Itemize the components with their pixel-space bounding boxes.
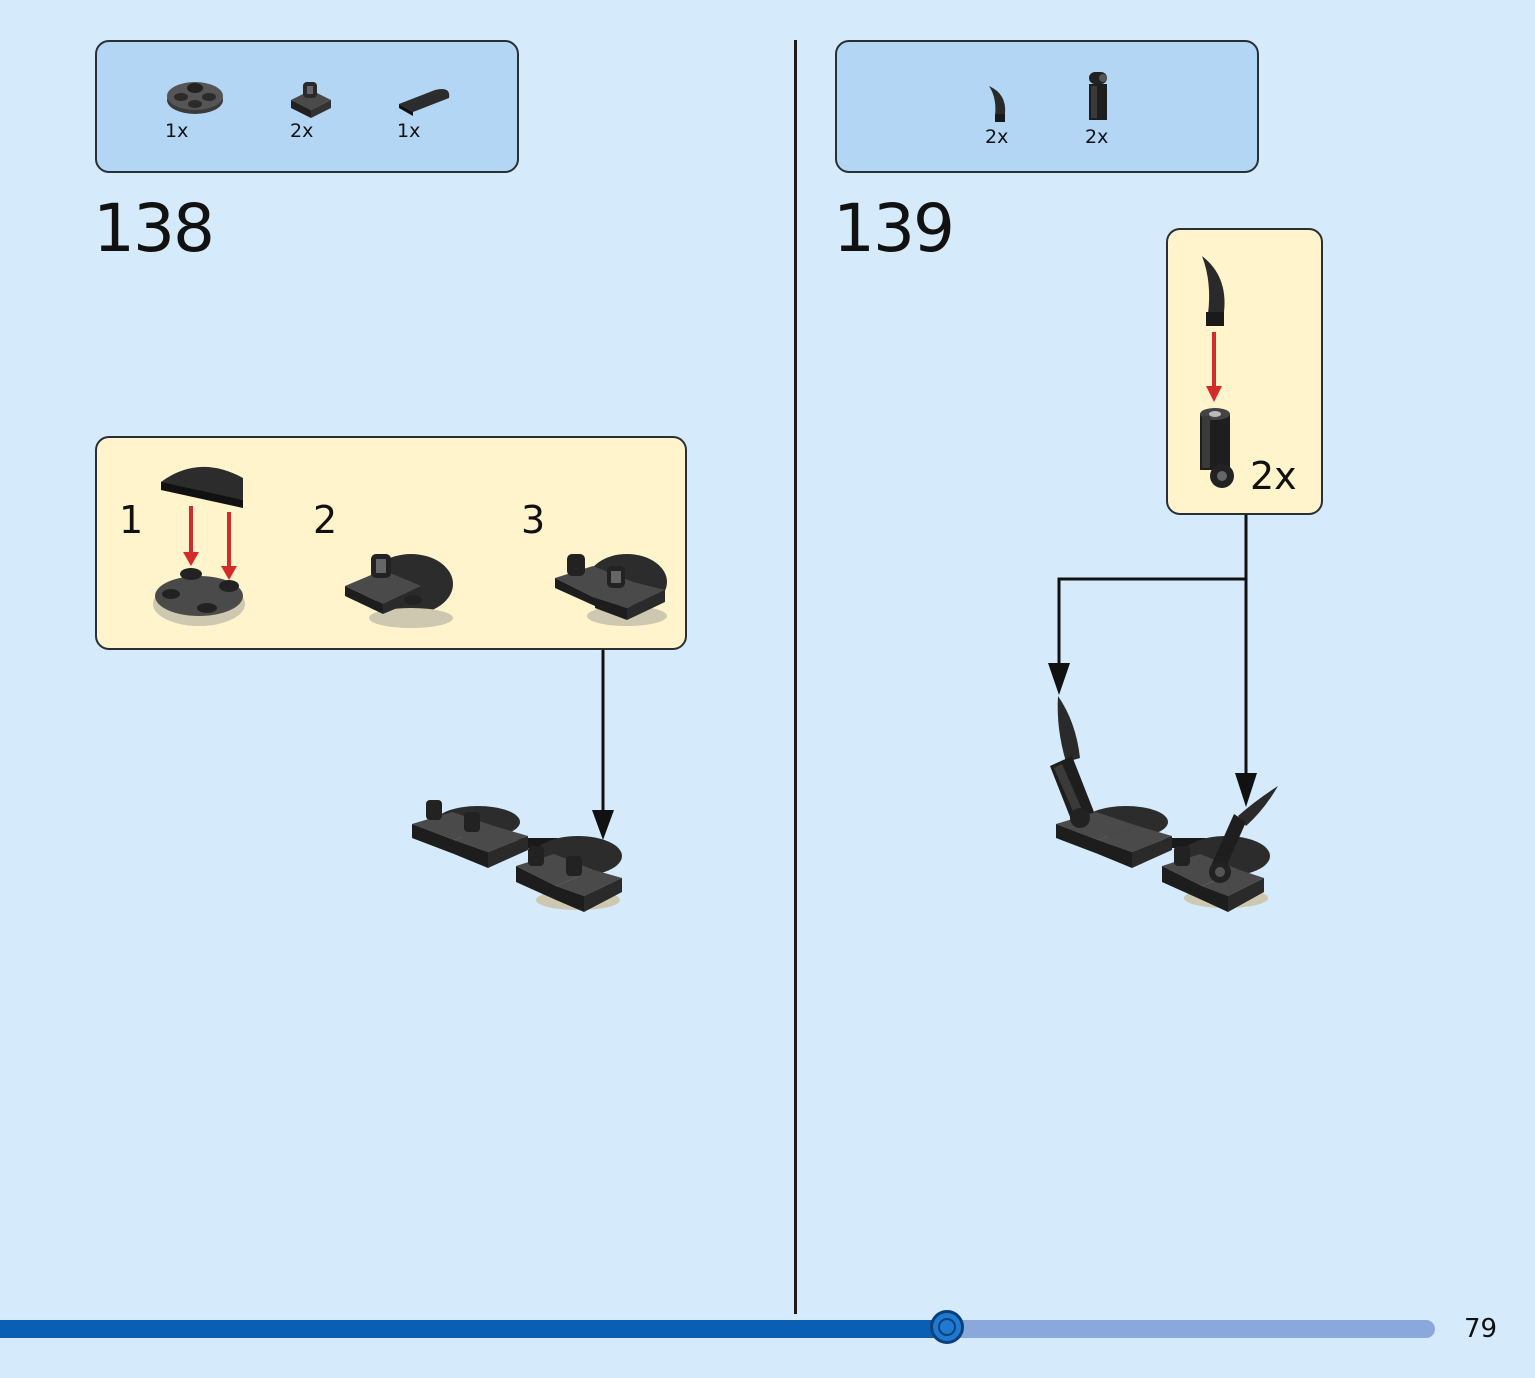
round-plate-icon bbox=[167, 82, 223, 114]
substep-number-3: 3 bbox=[521, 498, 546, 542]
clip-plate-icon bbox=[291, 82, 331, 118]
substep-1-illustration bbox=[153, 466, 245, 626]
part-qty: 2x bbox=[290, 120, 314, 142]
part-qty: 2x bbox=[985, 126, 1009, 148]
callout-139-illustration bbox=[1200, 256, 1234, 488]
bar-holder-icon bbox=[1089, 72, 1107, 120]
page-divider bbox=[794, 40, 797, 1314]
parts-list-139: 2x 2x bbox=[835, 40, 1259, 173]
parts-list-138: 1x 2x 1x bbox=[95, 40, 519, 173]
callout-arrows-139 bbox=[1048, 515, 1257, 807]
substep-number-2: 2 bbox=[313, 498, 338, 542]
callout-arrow-138 bbox=[592, 650, 614, 840]
step-number-138: 138 bbox=[93, 190, 215, 267]
callout-qty-139: 2x bbox=[1250, 454, 1297, 498]
step-number-139: 139 bbox=[833, 190, 955, 267]
horn-icon bbox=[989, 86, 1006, 122]
part-qty: 1x bbox=[165, 120, 189, 142]
page-number: 79 bbox=[1464, 1314, 1498, 1344]
part-qty: 2x bbox=[1085, 126, 1109, 148]
substep-number-1: 1 bbox=[119, 498, 144, 542]
subassembly-callout-139: 2x bbox=[1166, 228, 1323, 515]
progress-indicator bbox=[930, 1310, 964, 1344]
model-assembly-139 bbox=[1050, 696, 1278, 912]
progress-fill bbox=[0, 1320, 947, 1338]
half-round-tile-icon bbox=[399, 89, 450, 116]
model-assembly-138 bbox=[412, 800, 622, 912]
substep-3-illustration bbox=[555, 554, 667, 626]
subassembly-callout-138: 1 2 3 bbox=[95, 436, 687, 650]
part-qty: 1x bbox=[397, 120, 421, 142]
substep-2-illustration bbox=[345, 554, 453, 628]
